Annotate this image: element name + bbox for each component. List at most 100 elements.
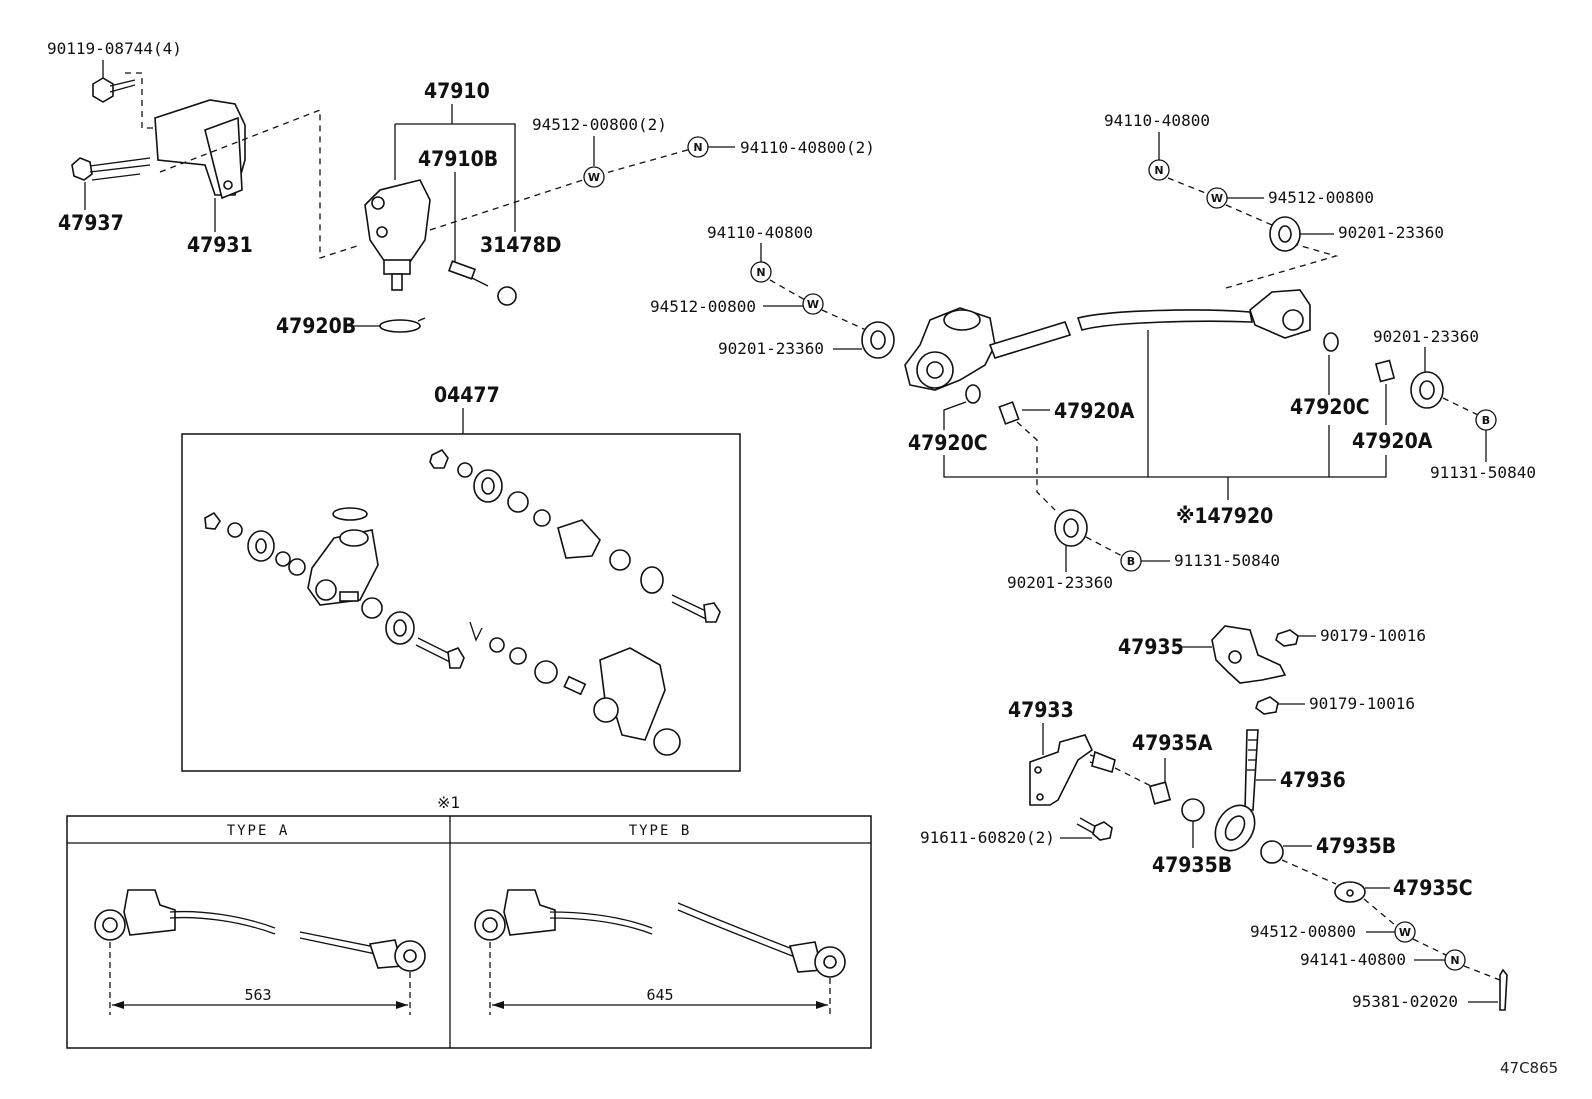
label-47935B-left: 47935B (1152, 853, 1232, 877)
label-47920: ※147920 (1176, 504, 1273, 528)
label-94110-40800-right: 94110-40800 (1104, 111, 1210, 130)
link-type-b: 645 (474, 889, 846, 1015)
svg-text:N: N (693, 141, 702, 154)
label-47933: 47933 (1008, 698, 1074, 722)
bolt-47910B (447, 260, 489, 287)
svg-text:N: N (1154, 164, 1163, 177)
type-comparison: ※1 TYPE A TYPE B 563 (66, 793, 872, 1049)
label-47935C: 47935C (1393, 876, 1473, 900)
svg-text:W: W (1399, 926, 1411, 939)
kit-04477: 04477 (181, 383, 741, 772)
bolt-91611 (1076, 817, 1113, 841)
washer-symbol-right: W (1206, 187, 1228, 209)
link-type-a: 563 (94, 889, 426, 1015)
bracket-assembly: 90119-08744(4) 47937 47931 (47, 39, 361, 259)
bracket-47933-assembly: 47933 47935A 47935B 91611-60820(2) (920, 698, 1232, 877)
nut-90179-b (1255, 696, 1279, 715)
bolt-symbol-bottom: B (1120, 550, 1142, 572)
svg-text:B: B (1127, 555, 1135, 568)
collar-47920A-mid (998, 401, 1020, 425)
bushing-90201-mid (861, 321, 895, 359)
svg-text:W: W (807, 298, 819, 311)
label-note1: ※1 (437, 793, 460, 812)
bushing-90201-farright (1410, 371, 1444, 409)
rod-47936-assembly: 47936 47935B 47935C W 94512-00800 N 9414… (1214, 729, 1508, 1011)
cap-31478D (497, 286, 517, 306)
bushing-47935B-right (1260, 840, 1284, 864)
bushing-47935B-left (1181, 798, 1205, 822)
label-94512-00800-2: 94512-00800(2) (532, 115, 667, 134)
spacer-47920C-right (1323, 332, 1339, 352)
link-end-left (904, 307, 996, 391)
washer-symbol-top: W (583, 166, 605, 188)
label-47910B: 47910B (418, 147, 498, 171)
diagram-id: 47C865 (1500, 1059, 1558, 1077)
label-47935B-right: 47935B (1316, 834, 1396, 858)
label-04477: 04477 (434, 383, 500, 407)
label-90179-10016-a: 90179-10016 (1320, 626, 1426, 645)
label-94512-00800-mid: 94512-00800 (650, 297, 756, 316)
bolt-symbol-right: B (1475, 409, 1497, 431)
nut-90179-a (1275, 629, 1299, 647)
label-47920B: 47920B (276, 314, 356, 338)
bracket-47935-assembly: 47935 90179-10016 90179-10016 (1118, 625, 1426, 715)
svg-text:W: W (588, 171, 600, 184)
collar-47920A-right (1374, 359, 1396, 383)
label-47920A-right: 47920A (1352, 429, 1433, 453)
bushing-90201-right (1269, 216, 1301, 252)
label-47920C-mid: 47920C (908, 431, 988, 455)
link-assembly-47920: 94110-40800 N 94512-00800 W 90201-23360 (650, 111, 1536, 592)
label-type-a: TYPE A (227, 823, 290, 839)
nut-symbol-mid: N (750, 261, 772, 283)
label-47910: 47910 (424, 79, 490, 103)
label-94110-40800-mid: 94110-40800 (707, 223, 813, 242)
bushing-90201-bottom (1054, 509, 1088, 547)
label-31478D: 31478D (480, 233, 561, 257)
label-type-b: TYPE B (629, 823, 692, 839)
label-91131-50840-bottom: 91131-50840 (1174, 551, 1280, 570)
label-47935: 47935 (1118, 635, 1184, 659)
bolt-90119 (92, 77, 136, 103)
dimension-645: 645 (646, 986, 673, 1004)
label-90201-23360-farright: 90201-23360 (1373, 327, 1479, 346)
svg-text:N: N (756, 266, 765, 279)
label-47935A: 47935A (1132, 731, 1213, 755)
label-94512-00800-right: 94512-00800 (1268, 188, 1374, 207)
label-91131-50840-right: 91131-50840 (1430, 463, 1536, 482)
label-94141-40800: 94141-40800 (1300, 950, 1406, 969)
label-47937: 47937 (58, 211, 124, 235)
washer-symbol-mid: W (802, 293, 824, 315)
collar-47935A (1148, 781, 1172, 805)
sensor-47910 (364, 179, 431, 291)
label-90119-08744: 90119-08744(4) (47, 39, 182, 58)
kit-upper-row (429, 448, 721, 623)
label-90201-23360-mid: 90201-23360 (718, 339, 824, 358)
oring-47920B (379, 319, 421, 333)
nut-symbol-right: N (1148, 159, 1170, 181)
height-sensor-assembly: 47910 47910B 31478D 47920B (276, 79, 561, 338)
svg-text:W: W (1211, 192, 1223, 205)
label-90179-10016-b: 90179-10016 (1309, 694, 1415, 713)
label-90201-23360-right: 90201-23360 (1338, 223, 1444, 242)
dimension-563: 563 (244, 986, 271, 1004)
label-47920A-mid: 47920A (1054, 399, 1135, 423)
label-47936: 47936 (1280, 768, 1346, 792)
label-47931: 47931 (187, 233, 253, 257)
svg-text:N: N (1450, 954, 1459, 967)
label-94512-00800-bottom: 94512-00800 (1250, 922, 1356, 941)
spacer-47920C-mid (965, 384, 981, 404)
nut-symbol-bottom: N (1444, 949, 1466, 971)
cotter-pin-95381 (1499, 968, 1508, 1011)
nut-symbol-top: N (687, 136, 709, 158)
kit-lower-row (204, 507, 681, 756)
label-91611-60820-2: 91611-60820(2) (920, 828, 1055, 847)
svg-text:B: B (1482, 414, 1490, 427)
label-95381-02020: 95381-02020 (1352, 992, 1458, 1011)
label-47920C-right: 47920C (1290, 395, 1370, 419)
label-90201-23360-bottom: 90201-23360 (1007, 573, 1113, 592)
washer-symbol-bottom: W (1394, 921, 1416, 943)
bracket-47931 (154, 99, 246, 200)
link-end-right (1249, 289, 1311, 339)
bolt-47937 (71, 157, 151, 181)
